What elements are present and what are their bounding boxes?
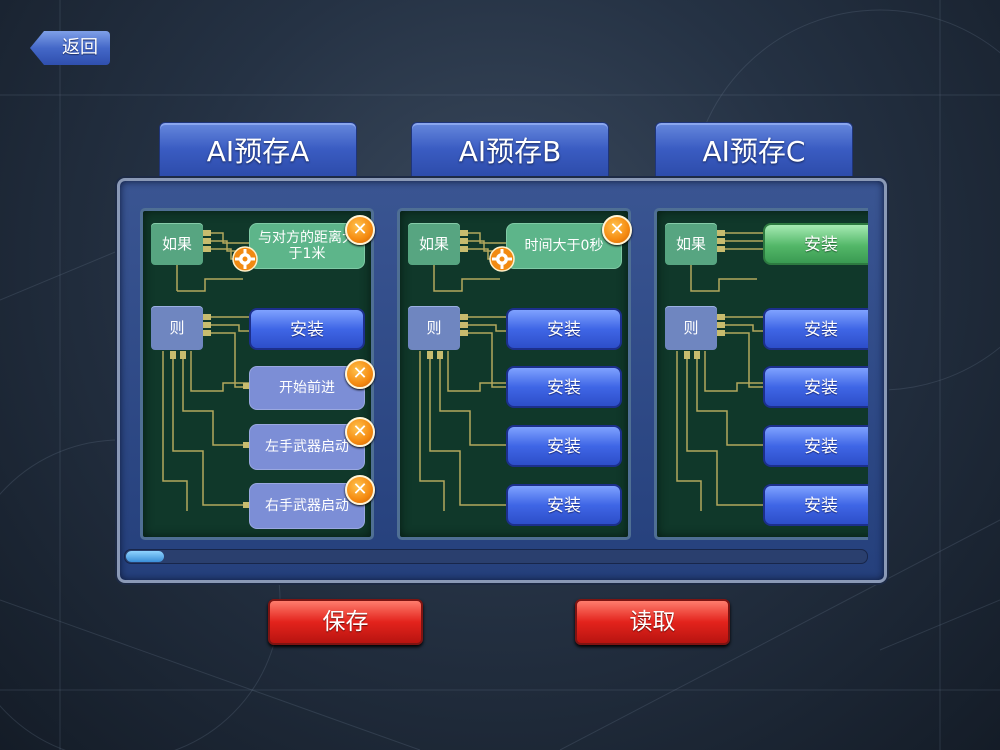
action-text: 左手武器启动 bbox=[265, 438, 349, 455]
condition-block[interactable]: 与对方的距离大于1米 bbox=[249, 223, 365, 269]
then-block: 则 bbox=[408, 306, 460, 350]
ai-board-a: 如果 与对方的距离大于1米 ✕ 则 安装 开始前进 ✕ 左手武器启动 ✕ bbox=[140, 208, 375, 540]
ai-board-c: 如果 安装 则 安装 安装 安装 安装 bbox=[654, 208, 868, 540]
action-button[interactable]: 安装 bbox=[763, 308, 868, 350]
action-text: 右手武器启动 bbox=[265, 497, 349, 514]
horizontal-scrollbar[interactable] bbox=[124, 549, 868, 564]
condition-text: 与对方的距离大于1米 bbox=[258, 230, 356, 262]
close-icon[interactable]: ✕ bbox=[345, 215, 375, 245]
gear-icon[interactable] bbox=[231, 245, 259, 273]
close-icon[interactable]: ✕ bbox=[345, 359, 375, 389]
boards-viewport: 如果 与对方的距离大于1米 ✕ 则 安装 开始前进 ✕ 左手武器启动 ✕ bbox=[140, 208, 868, 540]
action-button[interactable]: 安装 bbox=[763, 425, 868, 467]
then-block: 则 bbox=[665, 306, 717, 350]
condition-block[interactable]: 时间大于0秒 bbox=[506, 223, 622, 269]
circuit-traces bbox=[676, 230, 763, 511]
back-button[interactable]: 返回 bbox=[30, 31, 110, 65]
action-button[interactable]: 安装 bbox=[763, 366, 868, 408]
if-block: 如果 bbox=[151, 223, 203, 265]
action-block[interactable]: 左手武器启动 bbox=[249, 424, 365, 470]
then-block: 则 bbox=[151, 306, 203, 350]
action-button[interactable]: 安装 bbox=[506, 366, 622, 408]
load-button[interactable]: 读取 bbox=[575, 599, 730, 645]
tab-ai-preset-a[interactable]: AI预存A bbox=[159, 122, 357, 181]
action-button[interactable]: 安装 bbox=[506, 425, 622, 467]
circuit-traces bbox=[162, 230, 249, 511]
if-block: 如果 bbox=[665, 223, 717, 265]
action-button[interactable]: 安装 bbox=[249, 308, 365, 350]
action-block[interactable]: 开始前进 bbox=[249, 366, 365, 410]
tab-ai-preset-c[interactable]: AI预存C bbox=[655, 122, 853, 181]
ai-board-b: 如果 时间大于0秒 ✕ 则 安装 安装 安装 安装 bbox=[397, 208, 632, 540]
condition-button[interactable]: 安装 bbox=[763, 223, 868, 265]
close-icon[interactable]: ✕ bbox=[345, 417, 375, 447]
close-icon[interactable]: ✕ bbox=[345, 475, 375, 505]
gear-icon[interactable] bbox=[488, 245, 516, 273]
if-block: 如果 bbox=[408, 223, 460, 265]
scrollbar-thumb[interactable] bbox=[126, 551, 164, 562]
action-button[interactable]: 安装 bbox=[763, 484, 868, 526]
close-icon[interactable]: ✕ bbox=[602, 215, 632, 245]
action-button[interactable]: 安装 bbox=[506, 484, 622, 526]
circuit-traces bbox=[419, 230, 506, 511]
action-text: 开始前进 bbox=[279, 379, 335, 396]
condition-text: 时间大于0秒 bbox=[524, 238, 604, 254]
save-button[interactable]: 保存 bbox=[268, 599, 423, 645]
action-button[interactable]: 安装 bbox=[506, 308, 622, 350]
tab-ai-preset-b[interactable]: AI预存B bbox=[411, 122, 609, 181]
